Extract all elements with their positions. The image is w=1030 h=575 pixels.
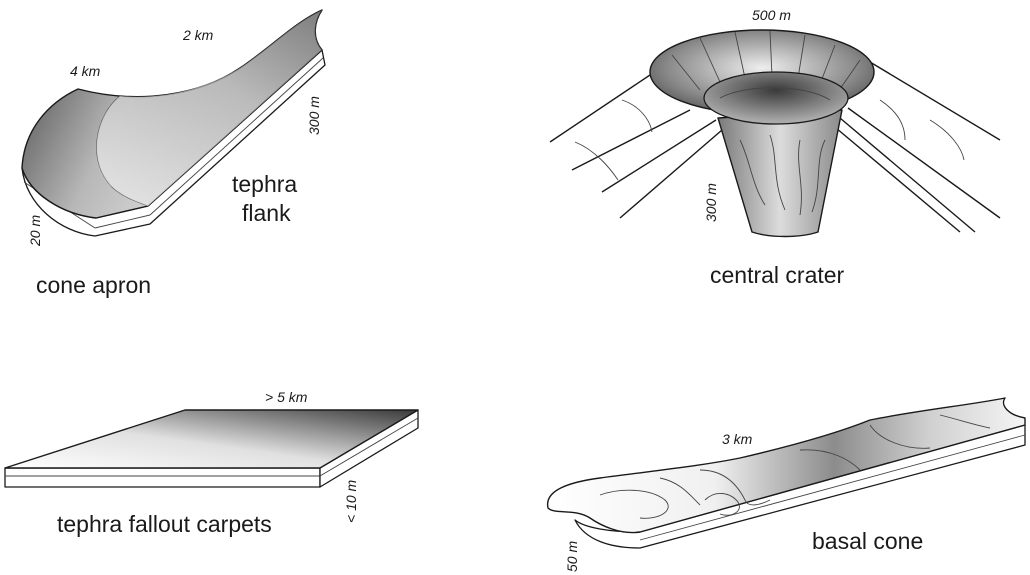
basal-contour-7 — [704, 493, 740, 516]
apron-width-4km: 4 km — [70, 63, 101, 79]
basal-contour-6 — [939, 414, 991, 429]
slope-detail-2 — [621, 99, 653, 133]
tephra-fallout-panel: > 5 km < 10 m tephra fallout carpets — [4, 389, 419, 537]
basal-cone-label: basal cone — [812, 528, 923, 554]
flank-length-2km: 2 km — [182, 27, 214, 43]
tephra-fallout-label: tephra fallout carpets — [57, 511, 272, 537]
basal-contour-4 — [799, 449, 861, 471]
rim-radial-lines — [671, 30, 861, 93]
basal-thickness-50m: 50 m — [564, 541, 580, 572]
central-crater-panel: 500 m 300 m central crater — [549, 7, 1001, 288]
tephra-flank-label-line1: tephra — [232, 171, 297, 197]
crater-slope-line-2 — [571, 109, 691, 171]
crater-floor-contour — [719, 87, 831, 101]
crater-slope-line-3 — [601, 119, 717, 193]
basal-layer-line — [639, 434, 1026, 541]
central-crater-label: central crater — [710, 262, 845, 288]
basal-top-surface — [547, 397, 1026, 534]
crater-slope-line-6 — [847, 107, 1001, 219]
basal-contour-1 — [599, 489, 669, 519]
carpet-top-surface — [4, 409, 419, 469]
crater-depth-300m: 300 m — [703, 183, 719, 222]
basal-contour-3 — [659, 477, 701, 506]
conduit-texture-4 — [811, 139, 826, 213]
basal-cone-panel: 3 km 50 m basal cone — [547, 397, 1026, 572]
flank-layer-line — [149, 57, 324, 216]
basal-contour-5 — [869, 424, 931, 449]
crater-diameter-500m: 500 m — [752, 7, 791, 23]
carpet-layer-line-2 — [319, 417, 419, 477]
conduit-texture-2 — [769, 134, 786, 211]
carpet-side-front — [4, 467, 321, 488]
slope-detail-3 — [879, 99, 906, 141]
flank-height-300m: 300 m — [306, 96, 322, 135]
crater-slope-line-5 — [869, 61, 1001, 141]
crater-floor — [703, 71, 849, 125]
carpet-thickness-10m: < 10 m — [343, 479, 359, 523]
cone-apron-label: cone apron — [36, 272, 151, 298]
carpet-extent-5km: > 5 km — [265, 389, 308, 405]
apron-thickness-20m: 20 m — [27, 215, 43, 247]
crater-conduit — [717, 109, 843, 238]
cone-apron-panel: 4 km 2 km 300 m 20 m tephra flank cone a… — [21, 9, 326, 298]
basal-length-3km: 3 km — [722, 431, 753, 447]
crater-slope-line-8 — [835, 127, 961, 233]
flank-surface — [96, 10, 322, 206]
tephra-flank-label-line2: flank — [242, 200, 291, 226]
slope-detail-4 — [929, 119, 965, 161]
crater-slope-line-4 — [619, 129, 723, 219]
crater-slope-line-7 — [839, 117, 976, 233]
basal-contour-2 — [699, 469, 771, 506]
crater-slope-line — [549, 74, 651, 143]
apron-layer-line-2 — [94, 214, 151, 229]
conduit-texture-3 — [798, 139, 802, 216]
slope-detail-1 — [574, 141, 619, 181]
conduit-texture-1 — [739, 139, 766, 206]
